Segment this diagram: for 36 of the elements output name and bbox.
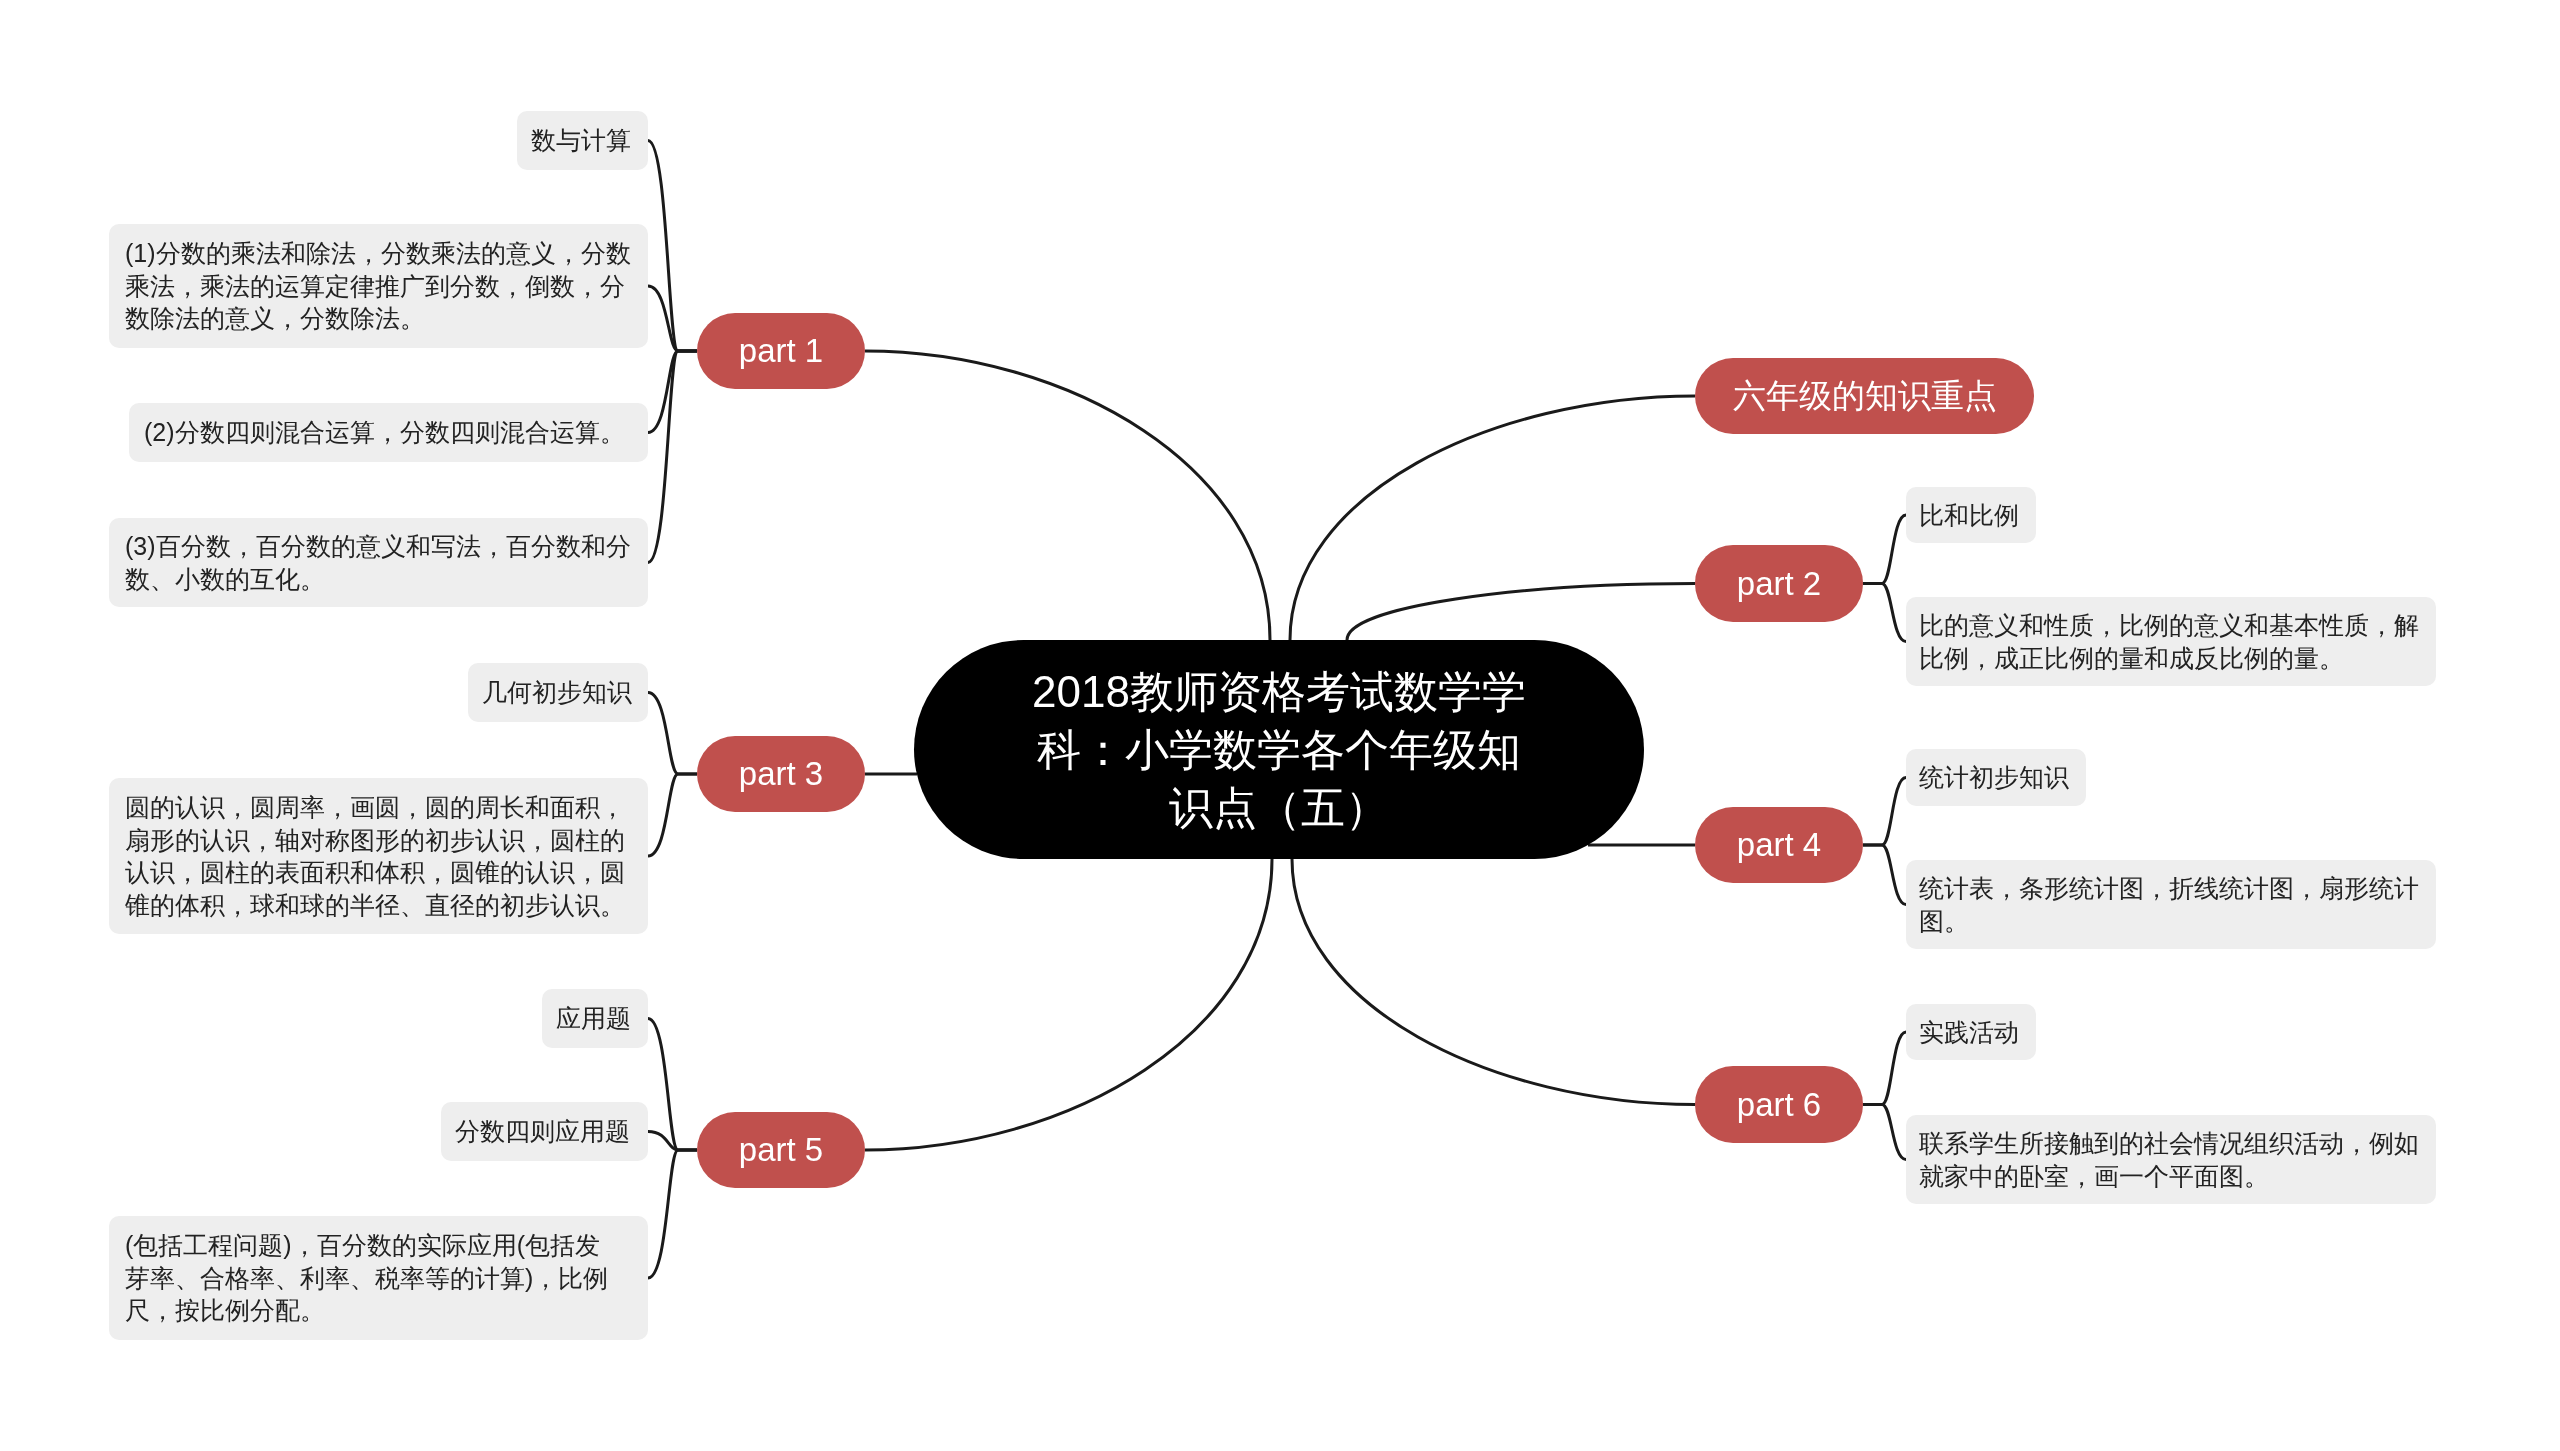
note-box: 比和比例	[1906, 487, 2036, 543]
note-box: (包括工程问题)，百分数的实际应用(包括发芽率、合格率、利率、税率等的计算)，比例尺，按比例分配。	[109, 1216, 648, 1340]
connector-line	[1863, 843, 1907, 906]
connector-line	[647, 772, 697, 858]
topic-pill: part 6	[1695, 1066, 1863, 1143]
connector-line	[647, 1148, 697, 1280]
topic-pill: part 2	[1695, 545, 1863, 622]
topic-pill: 六年级的知识重点	[1695, 358, 2034, 434]
note-box: 统计表，条形统计图，折线统计图，扇形统计图。	[1906, 860, 2436, 949]
connector-line	[1863, 1103, 1907, 1161]
note-box: (3)百分数，百分数的意义和写法，百分数和分数、小数的互化。	[109, 518, 648, 607]
note-box: 比的意义和性质，比例的意义和基本性质，解比例，成正比例的量和成反比例的量。	[1906, 597, 2436, 686]
central-topic: 2018教师资格考试数学学科：小学数学各个年级知识点（五）	[914, 640, 1644, 859]
topic-pill: part 3	[697, 736, 865, 812]
topic-pill: part 1	[697, 313, 865, 389]
note-box: 分数四则应用题	[441, 1102, 648, 1161]
note-box: 圆的认识，圆周率，画圆，圆的周长和面积，扇形的认识，轴对称图形的初步认识，圆柱的认识，圆柱的表面积和体积，圆锥的认识，圆锥的体积，球和球的半径、直径的初步认识。	[109, 778, 648, 934]
connector-line	[1288, 394, 1696, 641]
topic-pill: part 5	[697, 1112, 865, 1188]
connector-line	[1290, 858, 1696, 1106]
topic-pill: part 4	[1695, 807, 1863, 883]
note-box: (2)分数四则混合运算，分数四则混合运算。	[129, 403, 648, 462]
note-box: 实践活动	[1906, 1004, 2036, 1060]
connector-line	[1863, 582, 1907, 643]
connector-line	[1345, 582, 1695, 641]
note-box: 联系学生所接触到的社会情况组织活动，例如就家中的卧室，画一个平面图。	[1906, 1115, 2436, 1204]
note-box: 数与计算	[517, 111, 648, 170]
connector-line	[865, 772, 917, 776]
note-box: 统计初步知识	[1906, 749, 2086, 806]
connector-line	[864, 858, 1274, 1152]
note-box: (1)分数的乘法和除法，分数乘法的意义，分数乘法，乘法的运算定律推广到分数，倒数，分数除法的意义，分数除法。	[109, 224, 648, 348]
note-box: 应用题	[542, 989, 648, 1048]
connector-line	[647, 349, 697, 564]
note-box: 几何初步知识	[468, 663, 648, 722]
connector-line	[1588, 843, 1695, 847]
connector-line	[864, 349, 1272, 641]
